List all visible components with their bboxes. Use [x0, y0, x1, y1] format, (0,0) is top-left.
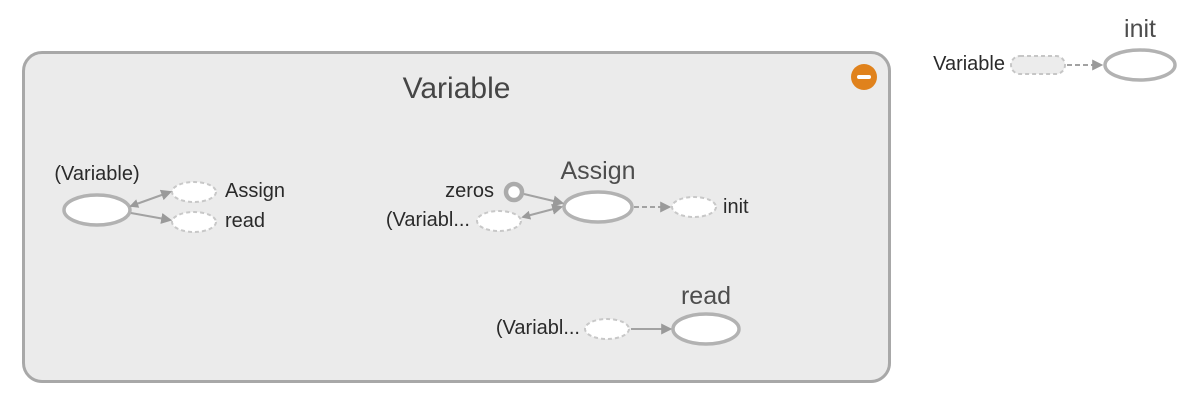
annotation-init-dot[interactable] — [671, 196, 717, 218]
minus-icon — [857, 74, 871, 80]
node-assign-ellipse[interactable] — [562, 190, 634, 224]
node-assign-label: Assign — [560, 157, 636, 185]
annotation-assign-dot[interactable] — [171, 181, 217, 203]
edge-variable-to-assign-ref — [129, 189, 173, 208]
collapse-button[interactable] — [851, 64, 877, 90]
annotation-zeros-label: zeros — [445, 180, 494, 202]
annotation-variable-in-assign-dot[interactable] — [476, 210, 522, 232]
annotation-read-label: read — [225, 210, 266, 232]
annotation-variable-in-assign-label: (Variabl... — [385, 209, 470, 231]
node-variable-label: (Variable) — [54, 163, 140, 185]
annotation-zeros-dot[interactable] — [503, 181, 525, 203]
annotation-init-label: init — [723, 196, 749, 218]
annotation-variable-in-read-dot[interactable] — [584, 318, 630, 340]
annotation-variable-metanode-label: Variable — [933, 53, 1005, 75]
annotation-variable-metanode-rect[interactable] — [1010, 55, 1066, 75]
node-variable-ellipse[interactable] — [62, 193, 132, 227]
node-read-ellipse[interactable] — [671, 312, 741, 346]
node-read-label: read — [680, 282, 732, 310]
group-title: Variable — [402, 72, 511, 105]
edge-variable-to-assign-op-ref — [521, 203, 564, 220]
edge-zeros-to-assign — [523, 193, 565, 207]
node-init-label: init — [1124, 15, 1156, 43]
edge-variable-to-read — [130, 212, 173, 224]
node-init-ellipse[interactable] — [1103, 48, 1177, 82]
annotation-variable-in-read-label: (Variabl... — [495, 317, 580, 339]
annotation-assign-label: Assign — [225, 180, 286, 202]
annotation-read-dot[interactable] — [171, 211, 217, 233]
